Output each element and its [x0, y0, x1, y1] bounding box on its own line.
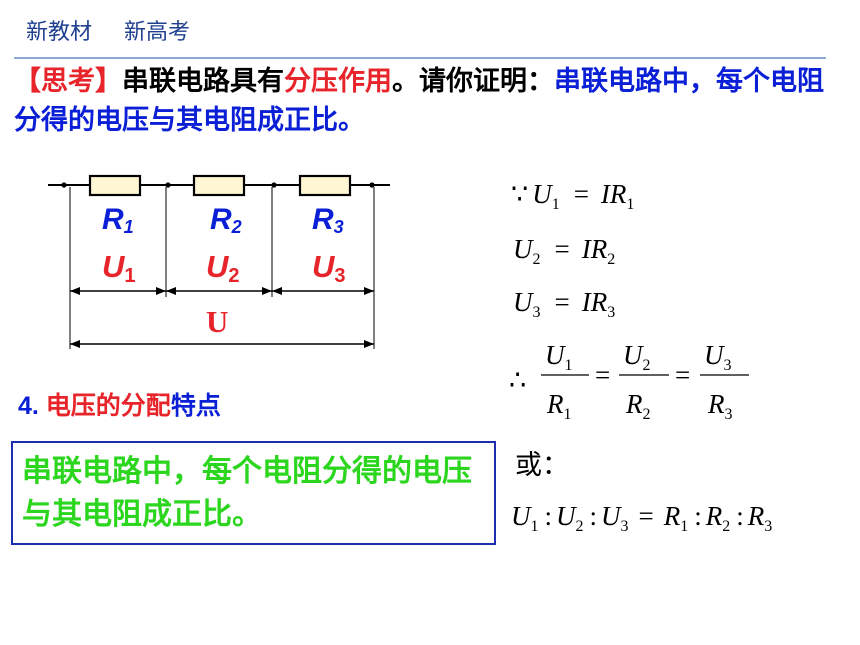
svg-text:R2: R2 — [625, 389, 651, 423]
label-r3: R3 — [312, 203, 344, 237]
svg-text:U1: U1 — [545, 340, 573, 374]
ratio-formula: U1:U2:U3=R1:R2:R3 — [511, 501, 772, 535]
svg-text:R1: R1 — [546, 389, 572, 423]
header: 新教材 新高考 — [26, 14, 190, 46]
label-u-total: U — [206, 304, 228, 339]
think-text-1: 串联电路具有 — [122, 66, 284, 97]
label-r2: R2 — [210, 203, 242, 237]
equals-2: = — [675, 360, 690, 390]
section-heading: 4. 电压的分配特点 — [18, 386, 221, 422]
label-u1: U1 — [102, 249, 136, 287]
section-number: 4. — [18, 392, 46, 420]
svg-text:R3: R3 — [707, 389, 733, 423]
svg-text:U3: U3 — [704, 340, 732, 374]
formula-line-3: U3=IR3 — [513, 287, 615, 321]
conclusion-text: 串联电路中，每个电阻分得的电压与其电阻成正比。 — [22, 454, 472, 532]
label-u2: U2 — [206, 249, 240, 287]
fraction-3: U3 R3 — [700, 340, 749, 423]
series-circuit-diagram: R1 R2 R3 U1 U2 U3 U — [48, 174, 390, 349]
section-title-red: 电压的分配 — [45, 391, 171, 420]
equals-1: = — [595, 360, 610, 390]
junction-dot-2 — [165, 182, 171, 188]
resistor-2 — [192, 174, 246, 197]
therefore-symbol: ∴ — [509, 365, 526, 395]
think-paragraph: 【思考】串联电路具有分压作用。请你证明：串联电路中，每个电阻分得的电压与其电阻成… — [14, 62, 844, 140]
think-tag: 思考 — [41, 66, 95, 97]
think-highlight: 分压作用 — [284, 66, 392, 97]
conclusion-box — [11, 441, 496, 545]
think-bracket-open: 【 — [14, 66, 41, 97]
resistor-3 — [298, 174, 352, 197]
label-u3: U3 — [312, 249, 346, 287]
derivation-formulas: ∵U1=IR1 U2=IR2 U3=IR3 ∴ U1 R1 = U2 R2 = … — [509, 179, 772, 535]
fraction-1: U1 R1 — [541, 340, 589, 423]
junction-dot-1 — [61, 182, 67, 188]
label-r1: R1 — [102, 203, 134, 237]
think-text-2: 。请你证明： — [392, 66, 554, 97]
formula-line-2: U2=IR2 — [513, 234, 615, 268]
svg-text:U2: U2 — [623, 340, 651, 374]
section-title-blue: 特点 — [170, 391, 221, 420]
think-statement: 串联电路中，每个电阻分得的电压与其电阻成正比。 — [14, 66, 824, 136]
think-bracket-close: 】 — [95, 66, 122, 97]
junction-dot-3 — [271, 182, 277, 188]
junction-dot-4 — [369, 182, 375, 188]
header-divider — [14, 57, 826, 59]
or-label: 或： — [515, 450, 569, 481]
fraction-2: U2 R2 — [619, 340, 669, 423]
header-right: 新高考 — [124, 20, 191, 45]
formula-line-1: ∵U1=IR1 — [511, 179, 634, 213]
resistor-1 — [88, 174, 142, 197]
header-left: 新教材 — [26, 20, 93, 45]
